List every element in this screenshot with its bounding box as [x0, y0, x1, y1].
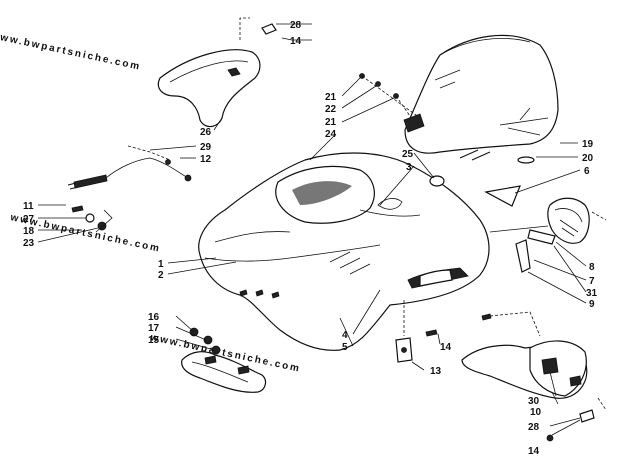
callout-11: 11	[23, 201, 34, 212]
part-bracket-13	[395, 300, 438, 363]
callout-14-middle: 14	[440, 342, 452, 353]
callout-25: 25	[402, 149, 414, 160]
callout-14-bottom: 14	[528, 446, 540, 457]
callout-2: 2	[158, 270, 164, 281]
callout-10: 10	[530, 407, 542, 418]
part-cable-assembly	[67, 145, 192, 233]
callout-30: 30	[528, 396, 540, 407]
callout-24: 24	[325, 129, 337, 140]
part-windshield	[403, 34, 559, 164]
part-front-bumper	[181, 327, 267, 393]
callout-7: 7	[589, 276, 595, 287]
callout-28-bottom: 28	[528, 422, 540, 433]
callout-21-lower: 21	[325, 117, 337, 128]
part-vent-cover	[157, 49, 261, 128]
callout-1: 1	[158, 259, 164, 270]
callout-20: 20	[582, 153, 594, 164]
callout-29: 29	[200, 142, 212, 153]
callout-17: 17	[148, 323, 160, 334]
callout-15: 15	[148, 335, 160, 346]
watermark-text-top: www.bwpartsniche.com	[0, 30, 142, 73]
callout-8: 8	[589, 262, 595, 273]
callout-23: 23	[23, 238, 35, 249]
callout-27: 27	[23, 214, 35, 225]
part-hood	[198, 152, 490, 351]
callout-5: 5	[342, 342, 348, 353]
callout-12: 12	[200, 154, 212, 165]
leader-lines	[37, 23, 587, 427]
callout-9: 9	[589, 299, 595, 310]
callout-16: 16	[148, 312, 160, 323]
callout-14-top: 14	[290, 36, 302, 47]
callout-31: 31	[586, 288, 598, 299]
part-headlight-assembly	[484, 185, 607, 273]
part-clip-28	[239, 17, 293, 41]
callout-13: 13	[430, 366, 442, 377]
callout-22: 22	[325, 104, 337, 115]
part-belt-guard	[461, 311, 607, 442]
callout-19: 19	[582, 139, 594, 150]
callout-6: 6	[584, 166, 590, 177]
callout-labels: 28 14 26 29 12 11 27 18 23 1 2 21 22 21 …	[23, 20, 598, 457]
callout-3: 3	[406, 162, 412, 173]
callout-18: 18	[23, 226, 35, 237]
callout-28-top: 28	[290, 20, 302, 31]
callout-21-upper: 21	[325, 92, 337, 103]
part-windshield-hardware	[359, 73, 421, 119]
callout-26: 26	[200, 127, 212, 138]
callout-4: 4	[342, 330, 348, 341]
